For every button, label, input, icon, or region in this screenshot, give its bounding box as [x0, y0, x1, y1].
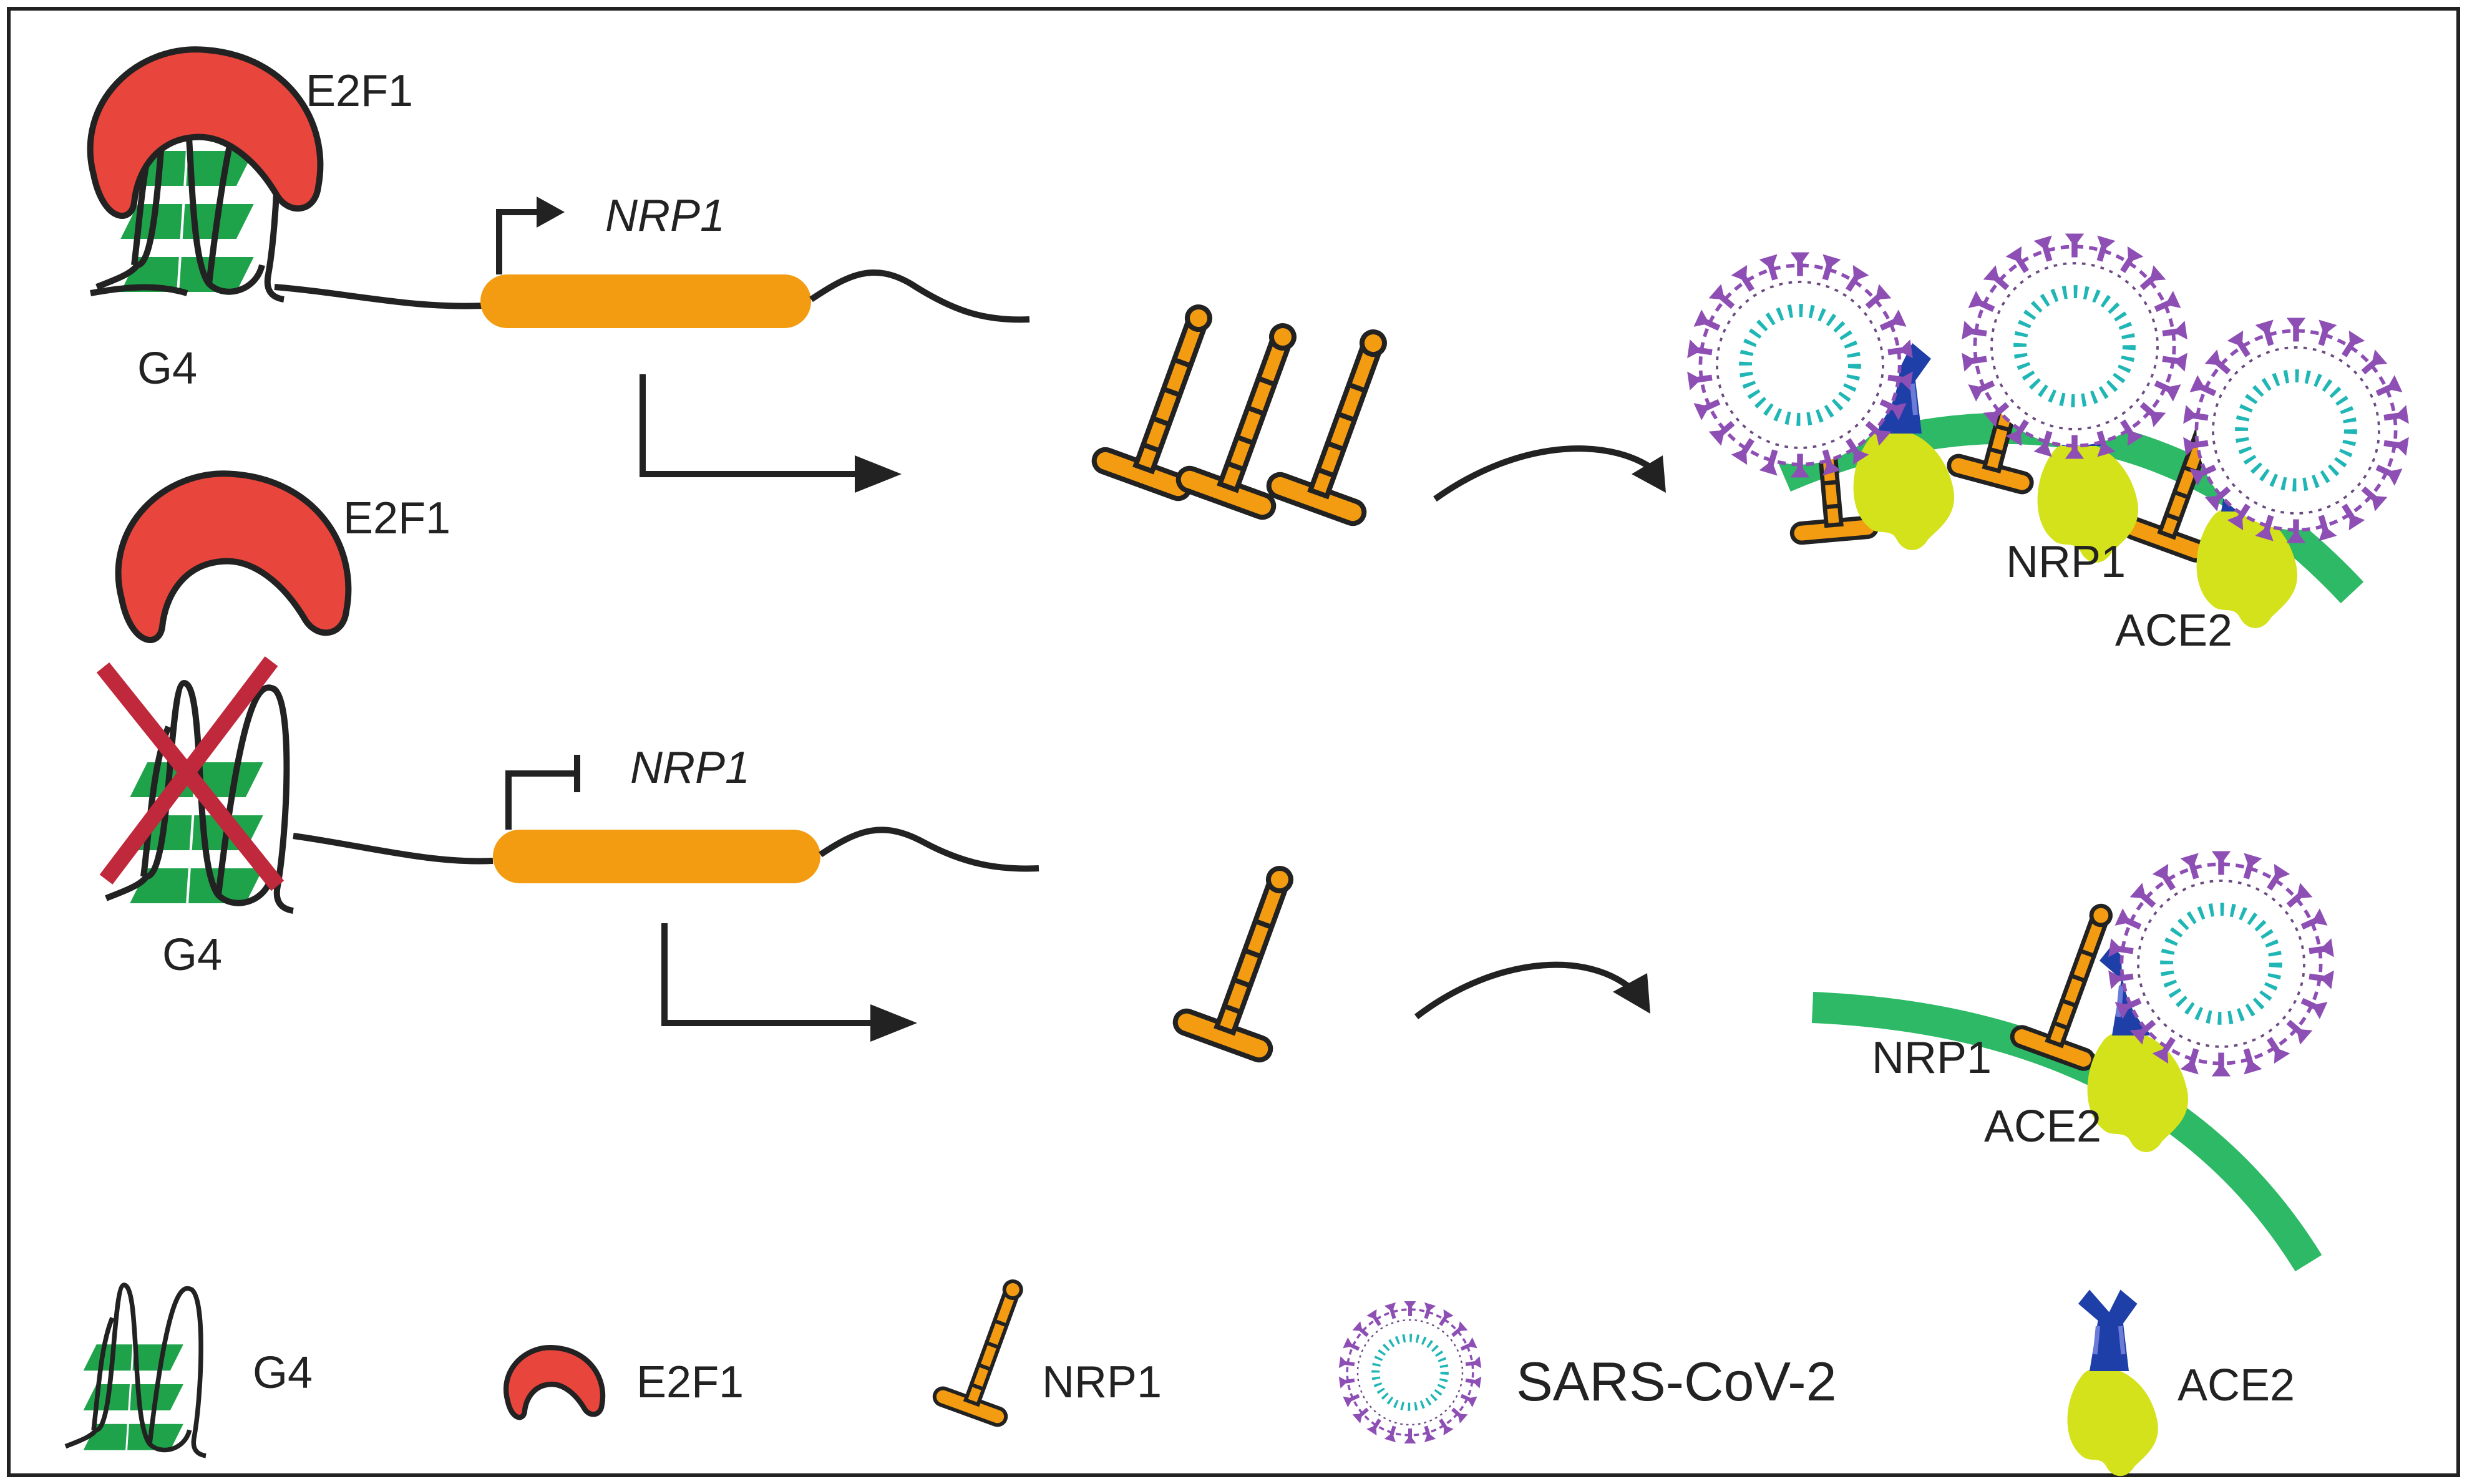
nrp1-gene-label-top: NRP1	[605, 191, 725, 241]
expression-arrow-top	[640, 374, 870, 477]
legend-e2f1-label: E2F1	[636, 1357, 744, 1407]
expression-arrowhead-top-icon	[855, 455, 902, 493]
legend-g4-label: G4	[253, 1348, 313, 1398]
ace2-label-bottom: ACE2	[1984, 1102, 2101, 1152]
virus-icon	[2183, 318, 2409, 543]
ace2-label-top: ACE2	[2115, 606, 2232, 656]
trafficking-arrowhead-top-icon	[1632, 455, 1666, 493]
row-g4-intact: E2F1 G4 NRP1 NRP1 ACE2	[90, 49, 2409, 656]
dna-downstream-top	[809, 269, 1030, 323]
trafficking-arrow-top	[1433, 445, 1662, 502]
figure-frame	[7, 7, 2460, 1477]
dna-strand-top	[90, 284, 484, 309]
virus-icon	[2108, 851, 2334, 1077]
virus-icon	[1962, 234, 2187, 459]
nrp1-protein-label-bottom: NRP1	[1872, 1033, 1992, 1083]
dna-downstream-bottom	[819, 827, 1039, 872]
row-g4-disrupted: G4 NRP1 NRP1 ACE2	[96, 656, 2334, 1272]
trafficking-arrow-bottom	[1414, 961, 1643, 1019]
legend-ace2-label: ACE2	[2177, 1360, 2295, 1410]
g4-label-top: G4	[137, 344, 197, 394]
trafficking-arrowhead-bottom-icon	[1613, 973, 1650, 1014]
promoter-arrowhead-icon	[537, 196, 565, 228]
promoter-active-arrow	[496, 209, 543, 274]
g4-label-bottom: G4	[162, 930, 222, 980]
nrp1-protein-label-top: NRP1	[2006, 537, 2126, 587]
nrp1-gene-body-bottom	[493, 830, 820, 883]
e2f1-label-middle: E2F1	[343, 493, 450, 543]
legend-virus-label: SARS-CoV-2	[1516, 1351, 1837, 1412]
e2f1-label-top: E2F1	[306, 66, 413, 116]
expression-arrow-bottom	[661, 923, 886, 1026]
virus-icon	[1687, 253, 1913, 478]
nrp1-gene-label-bottom: NRP1	[630, 743, 750, 793]
expression-arrowhead-bottom-icon	[870, 1004, 917, 1042]
dna-strand-bottom	[293, 833, 494, 865]
legend-nrp1-label: NRP1	[1042, 1357, 1162, 1407]
legend: G4 E2F1 NRP1 SARS-CoV-2 ACE2	[66, 1269, 2295, 1476]
legend-virus-icon	[1339, 1301, 1481, 1443]
promoter-repressed-arrow	[505, 770, 577, 830]
nrp1-gene-body-top	[480, 274, 811, 328]
cross-stroke-b	[99, 656, 278, 885]
